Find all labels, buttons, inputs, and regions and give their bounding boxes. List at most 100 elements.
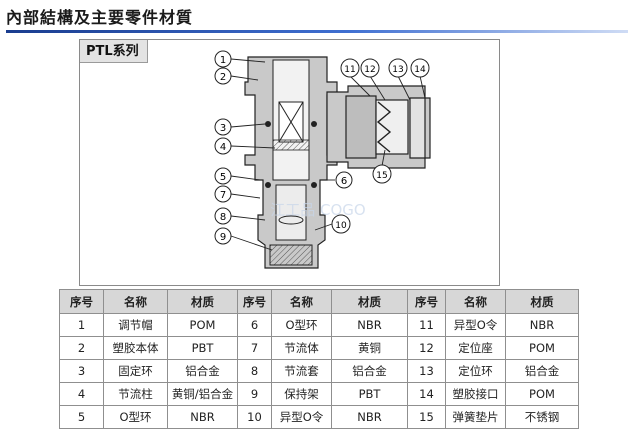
section-title: 內部結構及主要零件材質 <box>6 8 194 27</box>
table-cell: POM <box>505 336 579 360</box>
table-cell: 节流体 <box>271 336 332 360</box>
leader-lines <box>230 58 426 251</box>
table-cell: 不锈钢 <box>505 405 579 429</box>
table-cell: 13 <box>407 359 446 383</box>
table-cell: 9 <box>237 382 272 406</box>
table-cell: 定位座 <box>445 336 506 360</box>
table-cell: 铝合金 <box>505 359 579 383</box>
table-cell: 定位环 <box>445 359 506 383</box>
table-cell: 3 <box>59 359 104 383</box>
svg-text:13: 13 <box>392 65 403 75</box>
table-cell: PBT <box>331 382 408 406</box>
col-header-material: 材质 <box>505 289 579 314</box>
col-header-no: 序号 <box>407 289 446 314</box>
table-cell: 7 <box>237 336 272 360</box>
title-underline <box>6 30 628 33</box>
callout-14: 14 <box>410 58 430 78</box>
svg-text:2: 2 <box>220 72 226 83</box>
table-cell: 弹簧垫片 <box>445 405 506 429</box>
svg-text:6: 6 <box>341 176 347 187</box>
svg-text:7: 7 <box>220 190 226 201</box>
o-ring-right <box>311 121 317 127</box>
table-cell: 黄铜 <box>331 336 408 360</box>
table-cell: 塑胶本体 <box>103 336 168 360</box>
table-cell: 6 <box>237 313 272 337</box>
table-cell: 节流柱 <box>103 382 168 406</box>
table-cell: 10 <box>237 405 272 429</box>
svg-text:8: 8 <box>220 212 226 223</box>
callout-9: 9 <box>214 227 232 245</box>
table-cell: 异型O令 <box>445 313 506 337</box>
figure-label: PTL系列 <box>80 40 148 63</box>
col-header-name: 名称 <box>103 289 168 314</box>
callout-1: 1 <box>214 50 232 68</box>
svg-text:14: 14 <box>414 65 426 75</box>
table-cell: 节流套 <box>271 359 332 383</box>
col-header-material: 材质 <box>167 289 238 314</box>
svg-text:1: 1 <box>220 55 226 66</box>
callout-7: 7 <box>214 185 232 203</box>
callout-markers: 1 2 3 4 5 7 8 9 6 10 11 12 13 14 15 <box>214 50 430 245</box>
table-cell: POM <box>505 382 579 406</box>
svg-text:4: 4 <box>220 142 226 153</box>
table-cell: POM <box>167 313 238 337</box>
table-cell: NBR <box>167 405 238 429</box>
col-header-name: 名称 <box>271 289 332 314</box>
table-cell: 8 <box>237 359 272 383</box>
svg-text:9: 9 <box>220 232 226 243</box>
table-cell: 塑胶接口 <box>445 382 506 406</box>
side-port <box>326 85 431 169</box>
table-cell: 黄铜/铝合金 <box>167 382 238 406</box>
o-ring-left <box>265 121 271 127</box>
table-cell: O型环 <box>103 405 168 429</box>
table-cell: 调节帽 <box>103 313 168 337</box>
lower-bore <box>275 184 307 241</box>
callout-15: 15 <box>372 164 392 184</box>
table-cell: 异型O令 <box>271 405 332 429</box>
col-header-no: 序号 <box>59 289 104 314</box>
table-cell: 保持架 <box>271 382 332 406</box>
callout-2: 2 <box>214 67 232 85</box>
col-header-name: 名称 <box>445 289 506 314</box>
table-cell: 固定环 <box>103 359 168 383</box>
callout-10: 10 <box>331 214 351 234</box>
callout-12: 12 <box>360 58 380 78</box>
table-cell: 12 <box>407 336 446 360</box>
svg-text:10: 10 <box>335 221 347 231</box>
table-cell: 2 <box>59 336 104 360</box>
col-header-no: 序号 <box>237 289 272 314</box>
col-header-material: 材质 <box>331 289 408 314</box>
structure-figure: PTL系列 <box>79 39 500 286</box>
callout-13: 13 <box>388 58 408 78</box>
svg-text:3: 3 <box>220 123 226 134</box>
table-cell: NBR <box>331 313 408 337</box>
table-cell: NBR <box>331 405 408 429</box>
callout-6: 6 <box>335 171 353 189</box>
svg-text:11: 11 <box>344 65 355 75</box>
callout-8: 8 <box>214 207 232 225</box>
table-header-row: 序号 名称 材质 序号 名称 材质 序号 名称 材质 <box>59 289 579 314</box>
table-cell: 15 <box>407 405 446 429</box>
table-cell: NBR <box>505 313 579 337</box>
callout-3: 3 <box>214 118 232 136</box>
cross-section-drawing: 1 2 3 4 5 7 8 9 6 10 11 12 13 14 15 江工品 … <box>214 50 431 269</box>
table-cell: 14 <box>407 382 446 406</box>
table-cell: 11 <box>407 313 446 337</box>
svg-text:5: 5 <box>220 172 226 183</box>
svg-text:12: 12 <box>364 65 375 75</box>
bottom-thread <box>269 244 313 266</box>
table-cell: O型环 <box>271 313 332 337</box>
svg-text:15: 15 <box>376 171 387 181</box>
table-cell: PBT <box>167 336 238 360</box>
callout-4: 4 <box>214 137 232 155</box>
table-cell: 4 <box>59 382 104 406</box>
table-cell: 1 <box>59 313 104 337</box>
table-cell: 铝合金 <box>167 359 238 383</box>
callout-11: 11 <box>340 58 360 78</box>
